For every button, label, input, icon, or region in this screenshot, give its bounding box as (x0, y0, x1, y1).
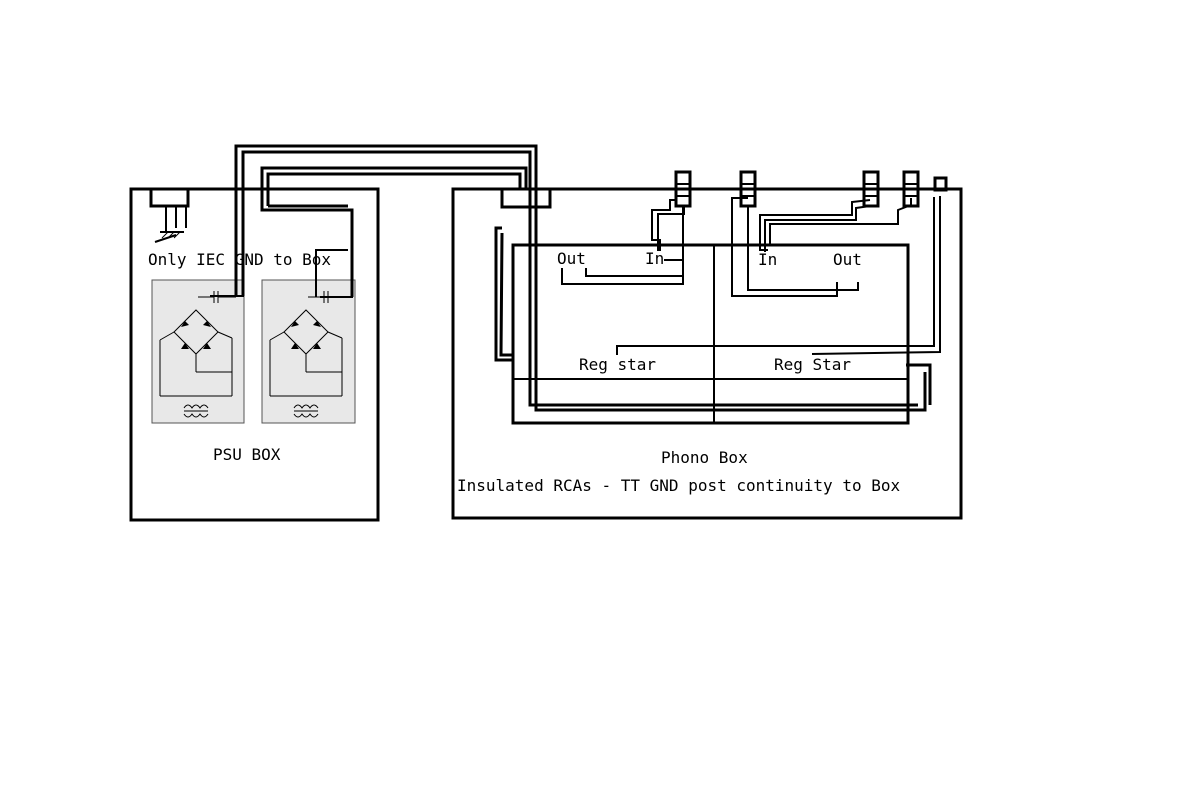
right-out-label: Out (833, 250, 862, 269)
rectifier-module-right (261, 279, 356, 424)
reg-star-left-label: Reg star (579, 355, 657, 374)
reg-star-right-label: Reg Star (774, 355, 852, 374)
reg-star-return (906, 363, 932, 405)
left-out-label: Out (557, 249, 586, 268)
phono-title: Phono Box (661, 448, 748, 467)
psu-note: Only IEC GND to Box (148, 250, 332, 269)
umbilical-connector (500, 187, 552, 209)
umbilical-cable (234, 144, 927, 412)
rca-jack-3 (862, 170, 880, 208)
signal-wires (561, 197, 912, 297)
supply-wire-b (499, 232, 513, 357)
reg-star-wire-left (616, 197, 935, 355)
phono-note: Insulated RCAs - TT GND post continuity … (457, 476, 901, 495)
phono-box-enclosure (451, 187, 963, 520)
iec-inlet (149, 187, 190, 232)
reg-star-wire-right (811, 196, 941, 355)
psu-box-enclosure (129, 187, 380, 522)
psu-wire-left (210, 295, 244, 297)
rectifier-module-left (151, 279, 245, 424)
tt-ground-post (933, 176, 948, 192)
right-in-label: In (758, 250, 778, 269)
psu-title: PSU BOX (213, 445, 281, 464)
earth-ground-icon (154, 231, 184, 243)
phono-board (511, 243, 910, 425)
left-in-label: In (645, 249, 665, 268)
supply-wire-a (494, 226, 513, 362)
